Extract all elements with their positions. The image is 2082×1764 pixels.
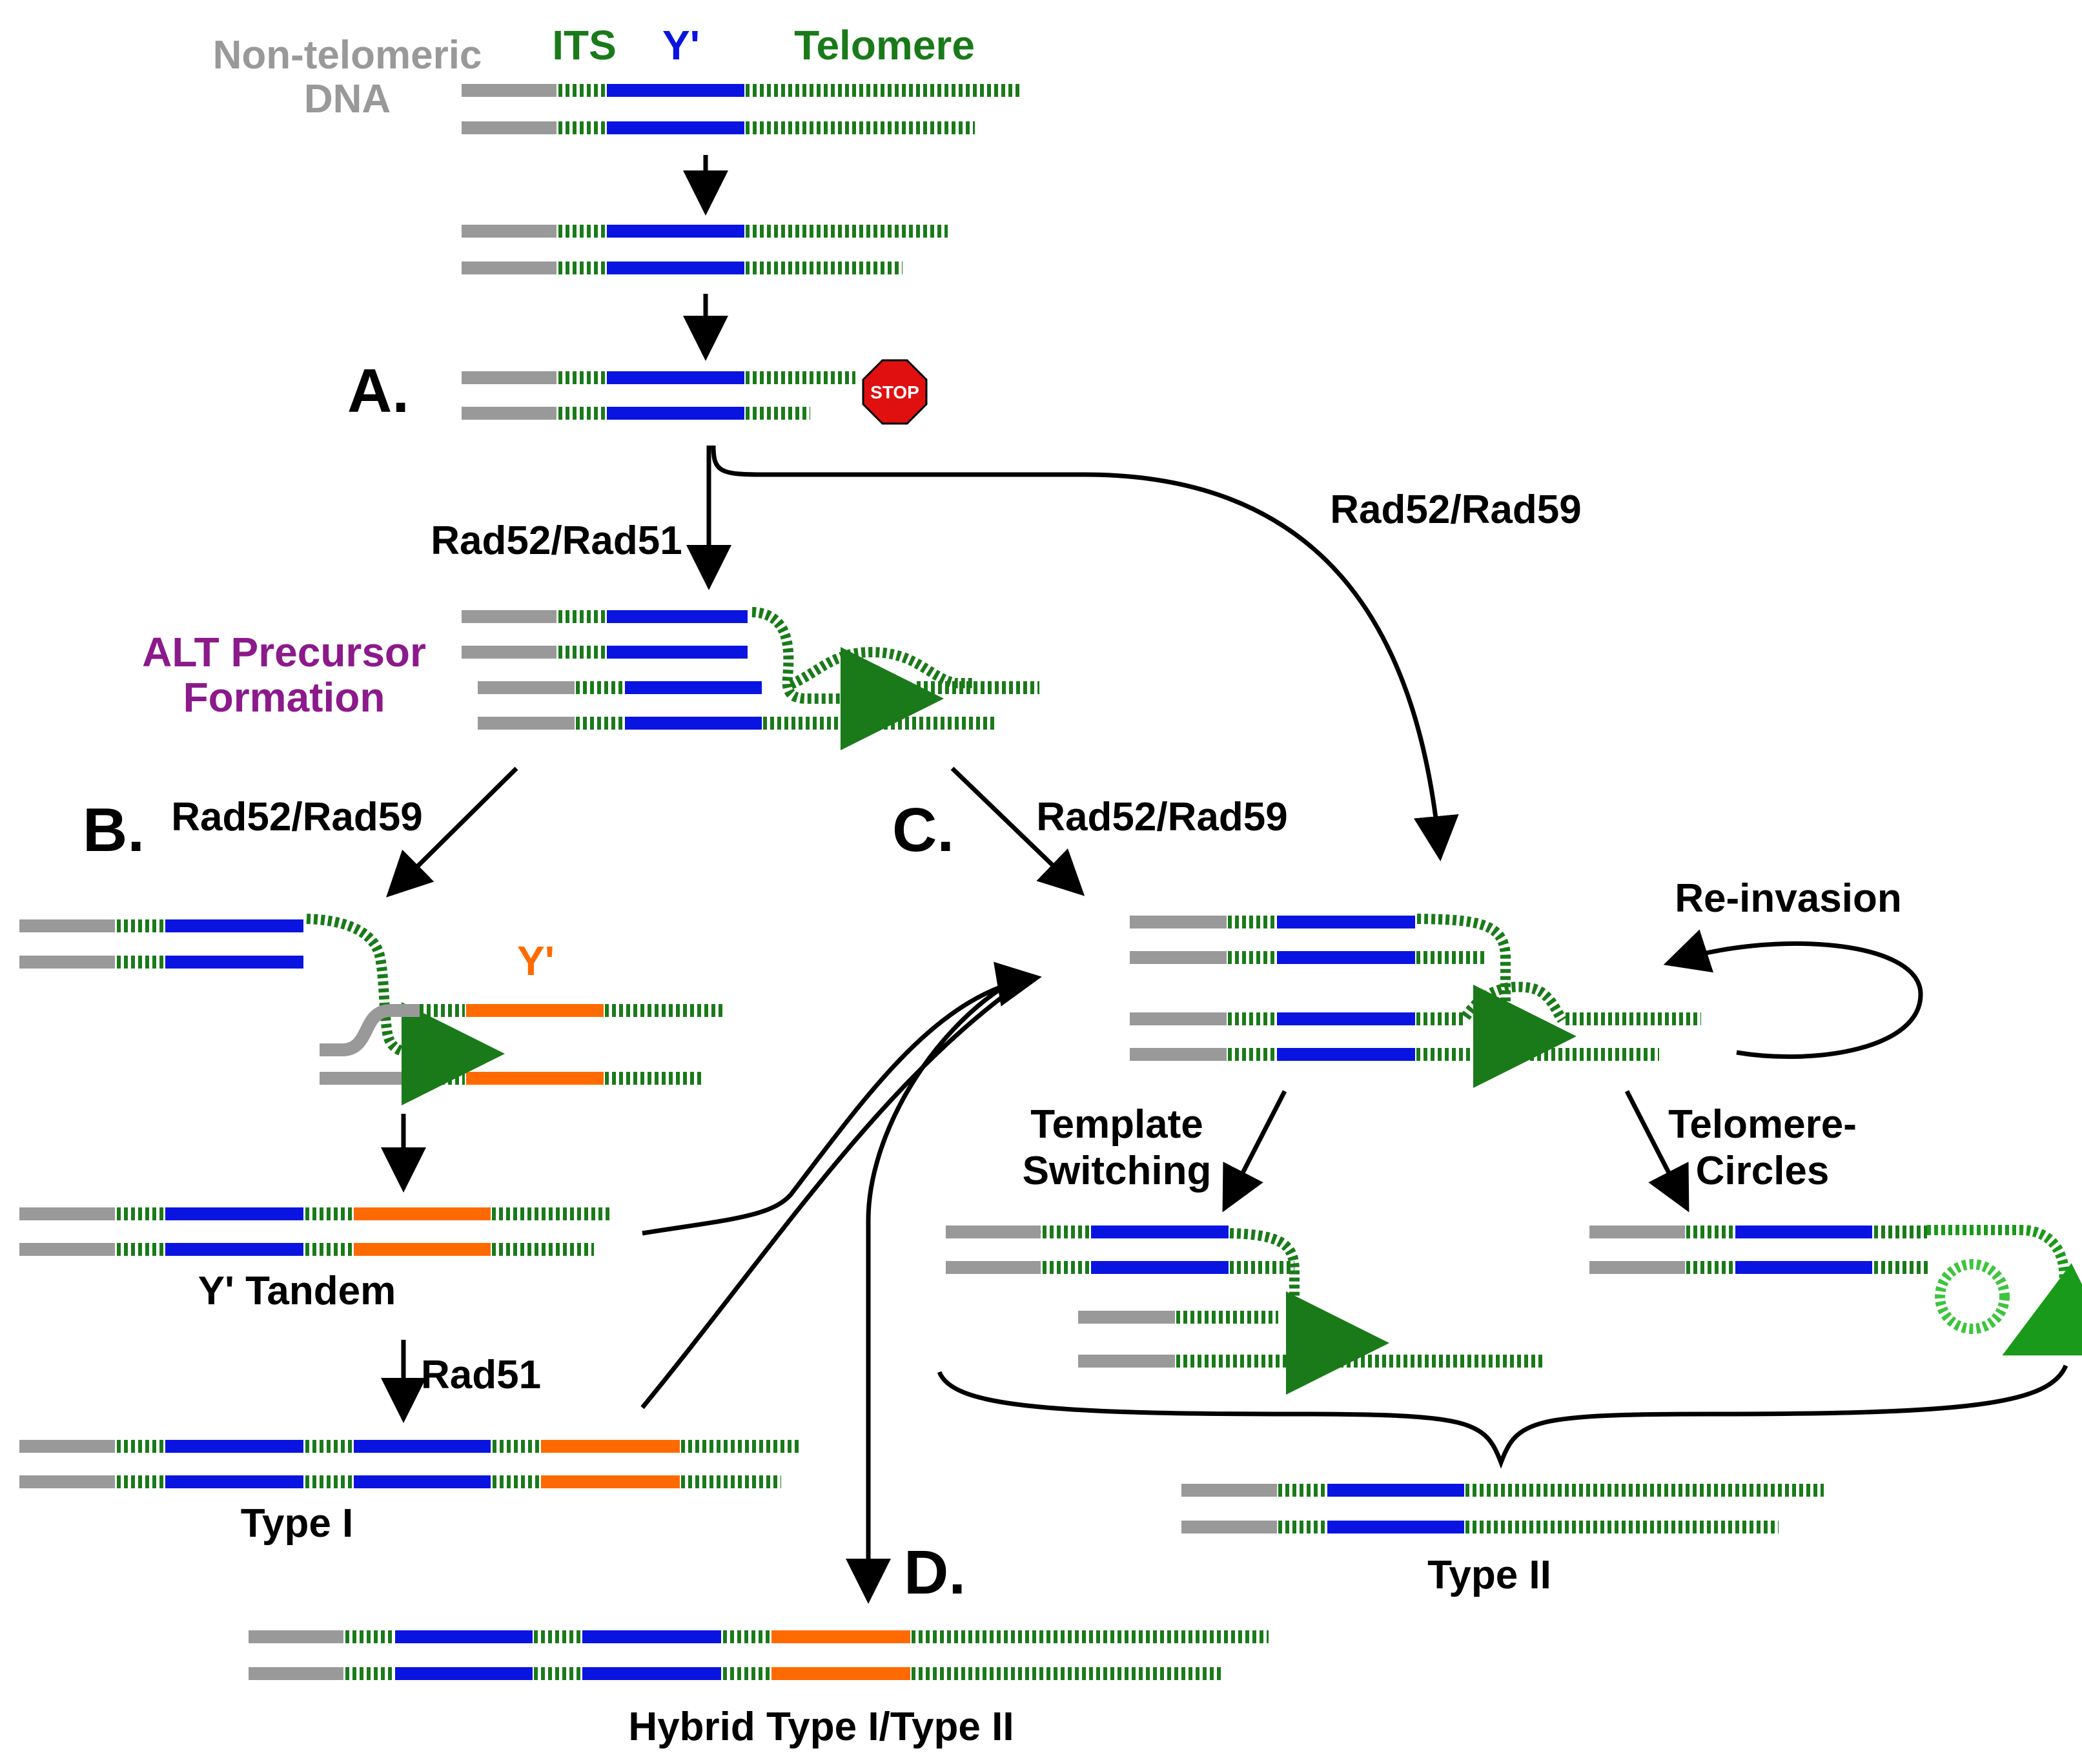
step-d-label: D. (904, 1538, 966, 1607)
arrow-template-switching (1222, 1090, 1287, 1213)
telomere-label: Telomere (794, 22, 975, 68)
re-invasion-label: Re-invasion (1675, 876, 1901, 921)
arrow-type-i-to-c (640, 979, 1025, 1410)
arrow-to-b (386, 766, 518, 897)
b-invading-strand (306, 914, 505, 1105)
y-tandem-label: Y' Tandem (198, 1269, 396, 1313)
step-b-label: B. (83, 795, 145, 865)
arrow-re-invasion (1663, 929, 1923, 1059)
alt-invading-strand (751, 607, 944, 750)
c-d-loop (1461, 981, 1567, 1023)
template-switching-label-2: Switching (1023, 1149, 1212, 1193)
c-invading-strand (1416, 914, 1577, 1088)
type-ii-brace (937, 1364, 2068, 1469)
stop-sign: STOP (862, 359, 928, 425)
telomere-circle (1927, 1225, 2082, 1356)
telomere-circles-label-1: Telomere- (1668, 1102, 1857, 1147)
rad52-rad59-top-label: Rad52/Rad59 (1330, 487, 1581, 532)
rad52-rad51-label: Rad52/Rad51 (431, 518, 682, 563)
strand-invasions (306, 607, 1577, 1395)
y-prime-label: Y' (662, 22, 700, 68)
type-ii-label: Type II (1427, 1553, 1551, 1597)
alt-precursor-label-1: ALT Precursor (142, 629, 426, 675)
hybrid-label: Hybrid Type I/Type II (628, 1705, 1014, 1749)
template-switching-label-1: Template (1030, 1102, 1203, 1147)
rad52-rad59-b-label: Rad52/Rad59 (171, 795, 422, 839)
dna-strands (19, 84, 1930, 1680)
arrow-rad52-rad59-long (711, 445, 1459, 861)
template-switching-strand (1229, 1228, 1389, 1395)
telomere-circles-label-2: Circles (1696, 1149, 1830, 1193)
step-c-label: C. (892, 795, 954, 865)
its-label: ITS (552, 22, 617, 68)
arrow-c-to-d (846, 983, 1008, 1604)
arrow-telomere-circles (1624, 1090, 1689, 1213)
arrow-to-c (950, 766, 1085, 896)
non-telomeric-label-2: DNA (304, 77, 391, 121)
alt-precursor-label-2: Formation (183, 674, 385, 721)
step-a-label: A. (347, 356, 409, 426)
stop-text: STOP (870, 382, 919, 402)
orange-y-prime-label: Y' (517, 938, 555, 984)
pathway-arrows (381, 155, 2068, 1604)
alt-d-loop (788, 646, 975, 690)
rad52-rad59-c-label: Rad52/Rad59 (1036, 795, 1287, 839)
rad51-label: Rad51 (421, 1353, 541, 1397)
arrow-y-tandem-to-c (642, 961, 1042, 1236)
telomere-circle-strand (1927, 1225, 2082, 1356)
type-i-label: Type I (241, 1501, 354, 1546)
b-recipient-bend (320, 1004, 420, 1056)
non-telomeric-label-1: Non-telomeric (213, 33, 482, 77)
telomere-circle-loop (1935, 1259, 2010, 1334)
stop-octagon (862, 359, 928, 425)
